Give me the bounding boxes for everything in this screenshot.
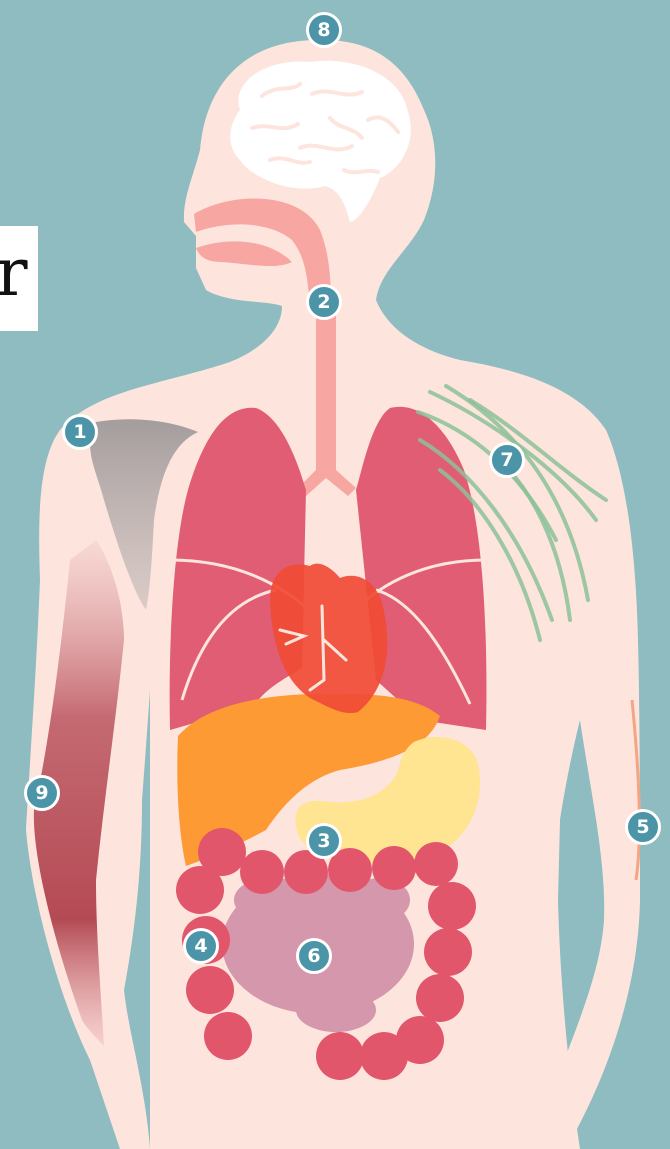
marker-3-button[interactable]: 3 xyxy=(306,823,342,859)
marker-9-button[interactable]: 9 xyxy=(24,775,60,811)
marker-7-button[interactable]: 7 xyxy=(489,442,525,478)
cropped-label-text: r xyxy=(0,240,28,306)
marker-2-button[interactable]: 2 xyxy=(306,284,342,320)
marker-4-button[interactable]: 4 xyxy=(183,928,219,964)
marker-8-button[interactable]: 8 xyxy=(306,12,342,48)
marker-5-button[interactable]: 5 xyxy=(625,809,661,845)
marker-6-button[interactable]: 6 xyxy=(296,938,332,974)
marker-1-button[interactable]: 1 xyxy=(62,414,98,450)
cropped-label-box: r xyxy=(0,226,38,331)
